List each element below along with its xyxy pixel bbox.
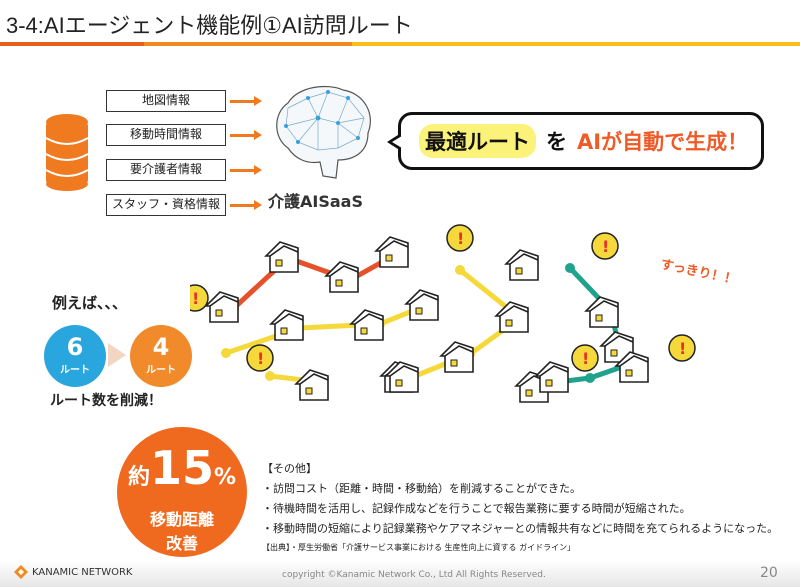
house-icon — [534, 361, 569, 393]
before-routes-circle: 6 ルート — [44, 325, 106, 387]
copyright: copyright ©Kanamic Network Co., Ltd All … — [282, 570, 546, 580]
house-icon — [264, 241, 299, 273]
kpi-label-2: 改善 — [165, 534, 198, 553]
logo-text: KANAMIC NETWORK — [32, 566, 133, 578]
alert-mark: ! — [679, 339, 686, 358]
source-care-recipient: 要介護者情報 — [106, 159, 226, 181]
route-line — [232, 249, 402, 310]
house-icon — [439, 341, 474, 373]
speech-bubble: 最適ルート を AIが自動で生成！ — [387, 112, 764, 170]
route-stop — [565, 263, 575, 273]
bubble-particle: を — [546, 130, 567, 154]
after-number: 4 — [152, 333, 170, 361]
brain-network-icon — [276, 85, 371, 179]
notes: 【その他】 ・訪問コスト（距離・時間・移動給）を削減することができた。 ・待機時… — [262, 459, 778, 539]
house-icon — [384, 361, 419, 393]
arrow-icon — [230, 200, 262, 210]
title-underline — [0, 42, 800, 46]
route-stop — [585, 373, 595, 383]
logo-icon — [14, 565, 28, 579]
after-unit: ルート — [146, 365, 176, 376]
arrow-icon — [230, 96, 262, 106]
route-line — [225, 301, 431, 356]
alert-mark: ! — [582, 349, 589, 368]
alert-icon — [246, 344, 274, 372]
kpi-prefix: 約 — [127, 465, 150, 490]
alert-mark: ! — [192, 289, 199, 308]
kpi-value: 15 — [149, 441, 214, 495]
brain-label: 介護AISaaS — [268, 192, 363, 211]
alert-mark: ! — [457, 229, 464, 248]
alert-icon — [591, 232, 619, 260]
house-icon — [349, 309, 384, 341]
kpi-label: 移動距離 — [149, 510, 214, 529]
company-logo: KANAMIC NETWORK — [14, 565, 132, 579]
bubble-highlight: 最適ルート — [419, 124, 536, 158]
arrow-icon — [230, 130, 262, 140]
route-stop — [221, 348, 231, 358]
source-travel-time: 移動時間情報 — [106, 124, 226, 146]
page-title: 3-4:AIエージェント機能例①AI訪問ルート — [6, 13, 413, 38]
alert-icon — [190, 284, 209, 312]
notes-heading: 【その他】 — [262, 462, 317, 475]
kpi-circle: 約15% 移動距離 改善 — [117, 427, 247, 557]
house-icon — [404, 289, 439, 321]
house-icon — [324, 261, 359, 293]
example-label: 例えば、、、 — [52, 294, 128, 312]
arrow-icon — [230, 165, 262, 175]
bubble-message: AIが自動で生成！ — [577, 130, 749, 154]
source-staff-qualification: スタッフ・資格情報 — [106, 194, 226, 216]
alert-icon — [571, 344, 599, 372]
alert-icon — [668, 334, 696, 362]
after-routes-circle: 4 ルート — [130, 325, 192, 387]
chevron-right-icon — [108, 343, 126, 367]
citation: 【出典】・厚生労働省「介護サービス事業における 生産性向上に資する ガイドライン… — [262, 543, 576, 552]
house-icon — [374, 236, 409, 268]
kpi-unit: % — [213, 465, 237, 490]
database-icon — [45, 114, 89, 191]
note-item: ・訪問コスト（距離・時間・移動給）を削減することができた。 — [262, 482, 581, 495]
route-line — [409, 268, 525, 381]
reduction-label: ルート数を削減！ — [50, 393, 162, 409]
house-icon — [294, 369, 329, 401]
house-icon — [269, 309, 304, 341]
note-item: ・待機時間を活用し、記録作成などを行うことで報告業務に要する時間が短縮された。 — [262, 502, 691, 515]
source-map-info: 地図情報 — [106, 90, 226, 112]
page-number: 20 — [760, 565, 778, 581]
house-icon — [614, 351, 649, 383]
house-icon — [504, 249, 539, 281]
alert-mark: ! — [602, 237, 609, 256]
alert-mark: ! — [257, 349, 264, 368]
alert-icon — [446, 224, 474, 252]
house-icon — [494, 301, 529, 333]
note-item: ・移動時間の短縮により記録業務やケアマネジャーとの情報共有などに時間を充てられる… — [262, 522, 779, 535]
route-stop — [455, 265, 465, 275]
before-number: 6 — [66, 333, 84, 361]
before-unit: ルート — [60, 365, 90, 376]
house-icon — [584, 296, 619, 328]
route-map-illustration: !!!!!! すっきり！！ — [190, 224, 738, 403]
exclaim-text: すっきり！！ — [659, 257, 738, 288]
footer-bar — [0, 560, 800, 587]
house-icon — [204, 291, 239, 323]
route-stop — [265, 371, 275, 381]
